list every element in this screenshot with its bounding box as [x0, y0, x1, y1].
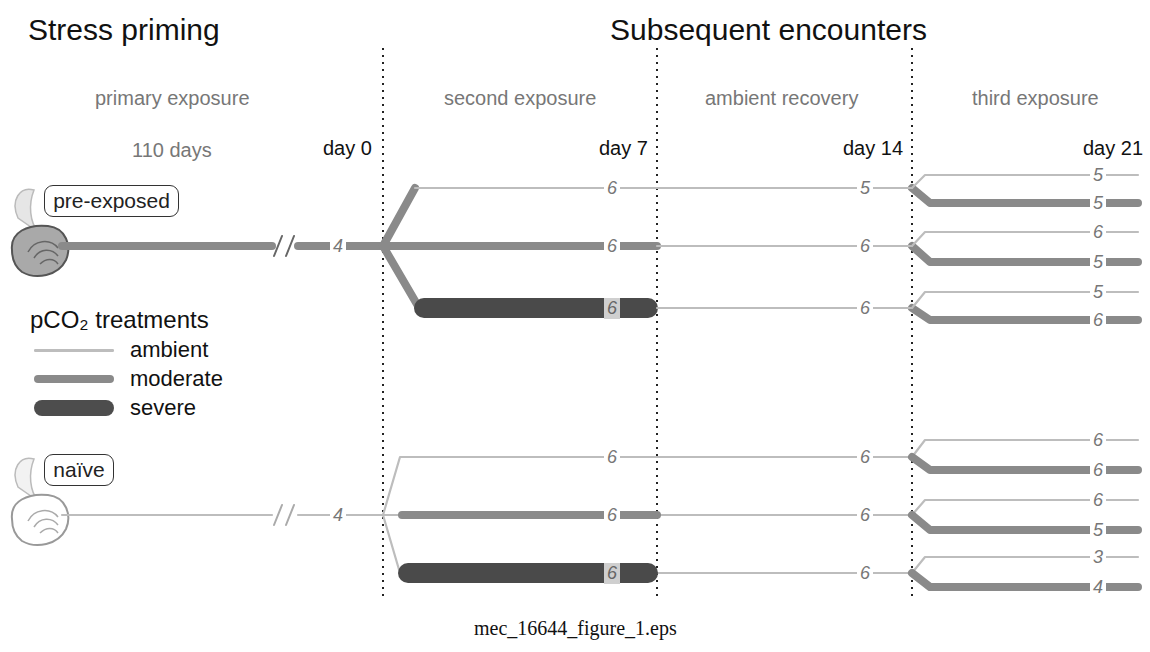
sample-size: 6 [1090, 430, 1106, 451]
phase-label: 110 days [132, 139, 212, 162]
group-label: naïve [53, 458, 104, 481]
group-box: naïve [44, 454, 114, 486]
sample-size: 6 [1090, 222, 1106, 243]
sample-size: 6 [857, 447, 873, 468]
sample-size: 6 [1090, 310, 1106, 331]
sample-size: 6 [604, 563, 620, 584]
legend-label: moderate [130, 366, 223, 391]
phase-divider [383, 48, 912, 600]
sample-size: 5 [1090, 282, 1106, 303]
section-heading: Stress priming [28, 13, 220, 48]
phase-label: day 21 [1083, 137, 1143, 160]
sample-size: 5 [1090, 165, 1106, 186]
group-label: pre-exposed [53, 189, 170, 212]
sample-size: 6 [604, 447, 620, 468]
sample-size: 4 [330, 236, 346, 257]
legend-label: ambient [130, 337, 208, 362]
group-box: pre-exposed [44, 185, 179, 217]
phase-label: second exposure [444, 87, 596, 110]
sample-size: 4 [330, 505, 346, 526]
phase-label: day 14 [843, 137, 903, 160]
sample-size: 6 [1090, 460, 1106, 481]
sample-size: 4 [1090, 577, 1106, 598]
sample-size: 6 [604, 178, 620, 199]
legend-line [34, 400, 114, 416]
figure-caption: mec_16644_figure_1.eps [474, 617, 677, 640]
sample-size: 6 [857, 236, 873, 257]
sample-size: 5 [1090, 520, 1106, 541]
legend-label: severe [130, 395, 196, 420]
legend-line [34, 375, 114, 383]
phase-label: day 0 [323, 137, 372, 160]
sample-size: 6 [1090, 490, 1106, 511]
phase-label: ambient recovery [705, 87, 858, 110]
sample-size: 6 [604, 505, 620, 526]
sample-size: 6 [604, 298, 620, 319]
phase-label: day 7 [599, 137, 648, 160]
sample-size: 3 [1090, 547, 1106, 568]
sample-size: 5 [1090, 193, 1106, 214]
sample-size: 5 [857, 178, 873, 199]
sample-size: 5 [1090, 252, 1106, 273]
phase-label: primary exposure [95, 87, 250, 110]
phase-label: third exposure [972, 87, 1099, 110]
sample-size: 6 [857, 563, 873, 584]
sample-size: 6 [857, 298, 873, 319]
sample-size: 6 [857, 505, 873, 526]
section-heading: Subsequent encounters [610, 13, 927, 48]
phase-label: pCO₂ treatments [30, 306, 209, 334]
sample-size: 6 [604, 236, 620, 257]
legend-line [34, 349, 114, 352]
